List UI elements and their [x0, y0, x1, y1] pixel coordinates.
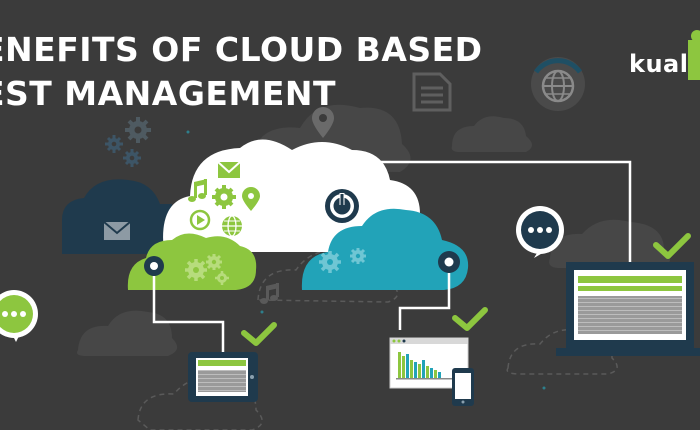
connector-lines: [152, 160, 632, 352]
connector-line-tablet: [152, 276, 225, 352]
gear-icon: [319, 251, 341, 273]
globe-icon: [222, 215, 242, 237]
smartphone-icon[interactable]: [452, 368, 474, 406]
connector-line-phone: [398, 273, 451, 330]
chat-bubble-icon[interactable]: [516, 206, 564, 258]
checkmark-icon: [452, 307, 488, 331]
play-icon: [189, 209, 211, 231]
bg-cloud: [549, 219, 671, 268]
globe-icon: [531, 57, 585, 111]
brand-logo-mark: [688, 30, 700, 80]
location-pin-icon: [312, 107, 334, 138]
page-title: ENEFITS OF CLOUD BASED EST MANAGEMENT: [0, 28, 483, 116]
gear-icon: [123, 149, 141, 167]
connector-node: [144, 256, 164, 276]
brand-logo-text: kual: [629, 50, 689, 78]
tablet-icon[interactable]: [188, 352, 258, 402]
gear-icon: [215, 271, 229, 285]
gear-icon: [206, 254, 222, 270]
location-pin-icon: [242, 187, 260, 211]
power-icon[interactable]: [325, 189, 359, 223]
gear-icon: [350, 248, 366, 264]
bg-cloud: [77, 310, 178, 356]
chat-bubble-icon[interactable]: [0, 290, 38, 342]
laptop-icon[interactable]: [556, 262, 700, 356]
gear-icon: [105, 135, 123, 153]
title-line-1: ENEFITS OF CLOUD BASED: [0, 30, 483, 69]
envelope-icon: [217, 161, 241, 178]
envelope-icon: [103, 221, 131, 240]
gear-icon: [212, 185, 236, 209]
document-icon: [412, 72, 452, 112]
music-note-icon: [188, 179, 207, 202]
title-line-2: EST MANAGEMENT: [0, 74, 336, 113]
connector-line-laptop: [340, 160, 632, 264]
gear-icon: [125, 117, 151, 143]
teal-cloud: [301, 208, 469, 290]
gear-icon: [185, 259, 207, 281]
music-note-icon: [260, 283, 279, 304]
checkmark-icon: [241, 322, 277, 346]
checkmark-icon: [653, 233, 691, 259]
navy-cloud: [62, 179, 172, 254]
connector-node: [438, 251, 460, 273]
bg-cloud: [451, 116, 532, 152]
